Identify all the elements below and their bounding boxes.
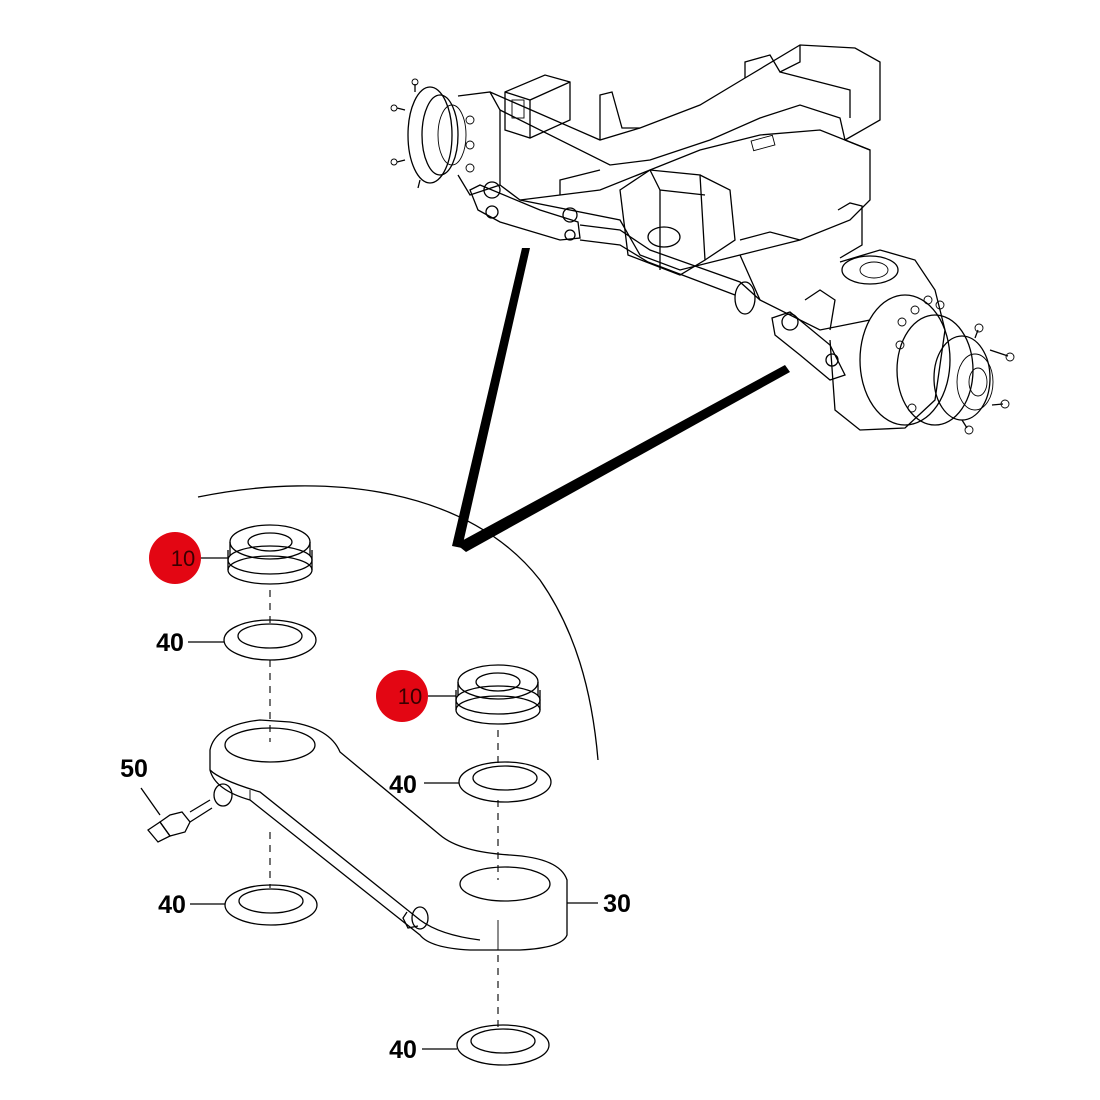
right-hub [829,249,1015,435]
washer-upper-right [458,761,552,803]
axle-beam [489,44,881,331]
center-mount [619,169,736,276]
callout-10-lower-label: 10 [398,684,422,709]
callout-40-d-label: 40 [389,1036,417,1064]
callout-highlight-circle [149,532,201,584]
detail-pointer [452,248,790,552]
callout-30-label: 30 [603,890,631,918]
right-mount [739,202,863,259]
callout-10-upper: 10 [149,532,201,584]
callout-40-b-label: 40 [389,771,417,799]
axle-assembly-drawing [390,44,1015,435]
sensor-box [504,74,571,139]
assembly-centerlines [269,590,499,1028]
washer-lower-right [456,1024,550,1066]
grease-nipple [147,799,213,843]
steering-linkage-left [469,181,761,315]
washer-lower-left [224,884,318,926]
callout-50-label: 50 [120,755,148,783]
leader-lines [140,557,598,1050]
callout-10-lower: 10 [376,670,428,722]
washer-upper-left [223,619,317,661]
link-arm [209,719,568,951]
left-hub [390,78,501,196]
callout-40-a-label: 40 [156,629,184,657]
steering-linkage-right [771,289,846,381]
bushing-lower [455,664,541,725]
bushing-upper [227,524,313,585]
callout-40-c-label: 40 [158,891,186,919]
detail-boundary-arc [197,485,599,761]
callout-highlight-circle [376,670,428,722]
callout-10-upper-label: 10 [171,546,195,571]
